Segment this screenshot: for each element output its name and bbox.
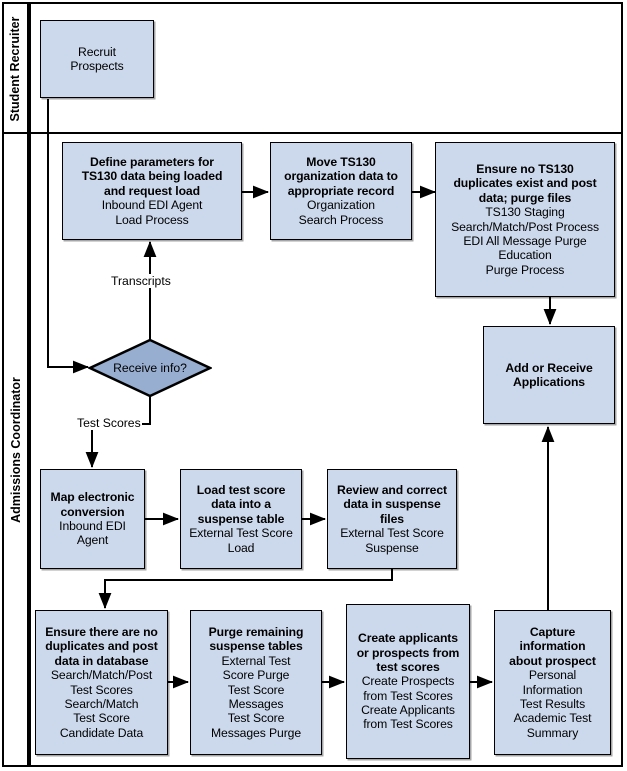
node-ensure-no-duplicates-post-data[interactable]: Ensure there are no duplicates and post …	[35, 610, 168, 755]
node-ensure-no-ts130-sub-3: EDI All Message Purge	[463, 233, 587, 248]
lane-divider	[2, 132, 623, 134]
node-purge-remaining-suspense-tables[interactable]: Purge remaining suspense tables External…	[190, 610, 322, 755]
node-review-correct-title-1: Review and correct	[337, 483, 447, 498]
node-capture-information-sub-2: Information	[522, 682, 583, 697]
node-move-ts130-title-3: appropriate record	[287, 183, 395, 198]
node-ensure-no-dup-post-title-2: duplicates and post	[45, 639, 158, 654]
node-ensure-no-ts130-title-1: Ensure no TS130	[476, 161, 574, 176]
node-review-correct-title-3: files	[380, 511, 404, 526]
node-load-test-score-title-1: Load test score	[196, 483, 286, 498]
node-create-applicants-title-2: or prospects from	[356, 645, 460, 660]
node-load-test-score-sub-1: External Test Score	[189, 526, 293, 541]
node-receive-info-decision[interactable]: Receive info?	[88, 338, 212, 398]
node-ensure-no-dup-post-title-1: Ensure there are no	[45, 624, 158, 639]
node-create-applicants-sub-3: Create Applicants	[361, 703, 455, 718]
node-review-correct-sub-2: Suspense	[365, 540, 419, 555]
node-ensure-no-dup-post-sub-4: Test Score	[73, 711, 130, 726]
edge-label-test-scores: Test Scores	[76, 416, 142, 430]
node-review-correct-sub-1: External Test Score	[340, 526, 444, 541]
node-add-or-receive-title-1: Add or Receive	[505, 360, 593, 375]
lane-label-column-student-recruiter	[2, 2, 29, 133]
node-purge-remaining-sub-4: Messages	[228, 696, 284, 711]
node-purge-remaining-sub-2: Score Purge	[222, 668, 290, 683]
lane-title-student-recruiter: Student Recruiter	[8, 16, 22, 122]
node-purge-remaining-title-1: Purge remaining	[208, 624, 304, 639]
lane-inner-divider-top	[29, 2, 31, 133]
node-purge-remaining-sub-1: External Test	[221, 653, 291, 668]
node-ensure-no-dup-post-sub-3: Search/Match	[64, 696, 139, 711]
node-purge-remaining-title-2: suspense tables	[209, 639, 303, 654]
node-ensure-no-ts130-sub-4: Education	[498, 248, 552, 263]
node-define-parameters-title-2: TS130 data being loaded	[81, 169, 223, 184]
node-review-correct-title-2: data in suspense	[343, 497, 441, 512]
node-ensure-no-ts130-sub-1: TS130 Staging	[485, 205, 565, 220]
node-define-parameters-sub-2: Load Process	[115, 212, 189, 227]
node-purge-remaining-sub-6: Messages Purge	[210, 725, 302, 740]
node-recruit-prospects-line2: Prospects	[70, 59, 124, 73]
node-load-test-score-title-3: suspense table	[197, 511, 285, 526]
node-define-parameters-title-3: and request load	[104, 183, 200, 198]
node-load-test-score[interactable]: Load test score data into a suspense tab…	[180, 469, 302, 569]
node-ensure-no-dup-post-sub-2: Test Scores	[70, 682, 133, 697]
node-add-or-receive-title-2: Applications	[513, 375, 585, 389]
node-capture-information-sub-5: Summary	[526, 725, 579, 740]
node-map-electronic-title-1: Map electronic	[50, 490, 135, 505]
node-purge-remaining-sub-5: Test Score	[227, 711, 285, 726]
node-map-electronic-sub-1: Inbound EDI	[59, 519, 126, 533]
node-move-ts130-sub-1: Organization	[307, 198, 375, 213]
node-create-applicants-or-prospects[interactable]: Create applicants or prospects from test…	[346, 604, 470, 759]
node-ensure-no-ts130-sub-5: Purge Process	[485, 262, 565, 277]
edge-label-transcripts: Transcripts	[110, 274, 172, 288]
node-create-applicants-title-3: test scores	[376, 659, 440, 674]
node-ensure-no-dup-post-title-3: data in database	[54, 653, 149, 668]
node-capture-information-title-1: Capture	[529, 624, 576, 639]
lane-label-column-admissions-coordinator	[2, 133, 29, 767]
node-ensure-no-ts130-title-2: duplicates exist and post	[453, 176, 597, 191]
node-ensure-no-ts130-sub-2: Search/Match/Post Process	[451, 219, 599, 234]
node-capture-information-sub-1: Personal	[528, 668, 577, 683]
node-move-ts130-title-1: Move TS130	[306, 155, 376, 170]
node-create-applicants-sub-1: Create Prospects	[361, 674, 455, 689]
node-map-electronic-sub-2: Agent	[76, 533, 109, 548]
node-ensure-no-ts130-duplicates[interactable]: Ensure no TS130 duplicates exist and pos…	[435, 142, 615, 297]
node-recruit-prospects[interactable]: Recruit Prospects	[40, 20, 154, 98]
node-add-or-receive-applications[interactable]: Add or Receive Applications	[483, 326, 615, 424]
node-create-applicants-sub-2: from Test Scores	[363, 688, 453, 703]
node-capture-information-about-prospect[interactable]: Capture information about prospect Perso…	[494, 610, 611, 755]
node-purge-remaining-sub-3: Test Score	[227, 682, 285, 697]
node-map-electronic-conversion[interactable]: Map electronic conversion Inbound EDI Ag…	[40, 469, 145, 569]
node-create-applicants-title-1: Create applicants	[358, 631, 458, 646]
node-ensure-no-ts130-title-3: data; purge files	[478, 190, 572, 205]
node-create-applicants-sub-4: from Test Scores	[363, 717, 453, 732]
node-ensure-no-dup-post-sub-1: Search/Match/Post	[50, 668, 153, 683]
node-load-test-score-title-2: data into a	[211, 497, 271, 512]
node-move-ts130-sub-2: Search Process	[298, 212, 384, 227]
node-map-electronic-title-2: conversion	[60, 504, 125, 519]
lane-title-admissions-coordinator: Admissions Coordinator	[9, 377, 23, 523]
node-move-ts130[interactable]: Move TS130 organization data to appropri…	[270, 142, 412, 240]
node-capture-information-sub-3: Test Results	[519, 696, 586, 711]
node-ensure-no-dup-post-sub-5: Candidate Data	[59, 725, 144, 740]
node-move-ts130-title-2: organization data to	[284, 169, 398, 184]
node-define-parameters-title-1: Define parameters for	[90, 155, 214, 170]
node-review-and-correct[interactable]: Review and correct data in suspense file…	[327, 469, 457, 569]
node-capture-information-title-3: about prospect	[509, 653, 596, 668]
node-capture-information-sub-4: Academic Test	[513, 711, 592, 726]
node-define-parameters[interactable]: Define parameters for TS130 data being l…	[62, 142, 242, 240]
node-load-test-score-sub-2: Load	[227, 540, 255, 555]
node-define-parameters-sub-1: Inbound EDI Agent	[101, 198, 203, 213]
lane-inner-divider-bottom	[29, 133, 31, 767]
node-capture-information-title-2: information	[519, 639, 586, 654]
diamond-shape	[88, 338, 212, 398]
node-recruit-prospects-line1: Recruit	[78, 44, 116, 59]
